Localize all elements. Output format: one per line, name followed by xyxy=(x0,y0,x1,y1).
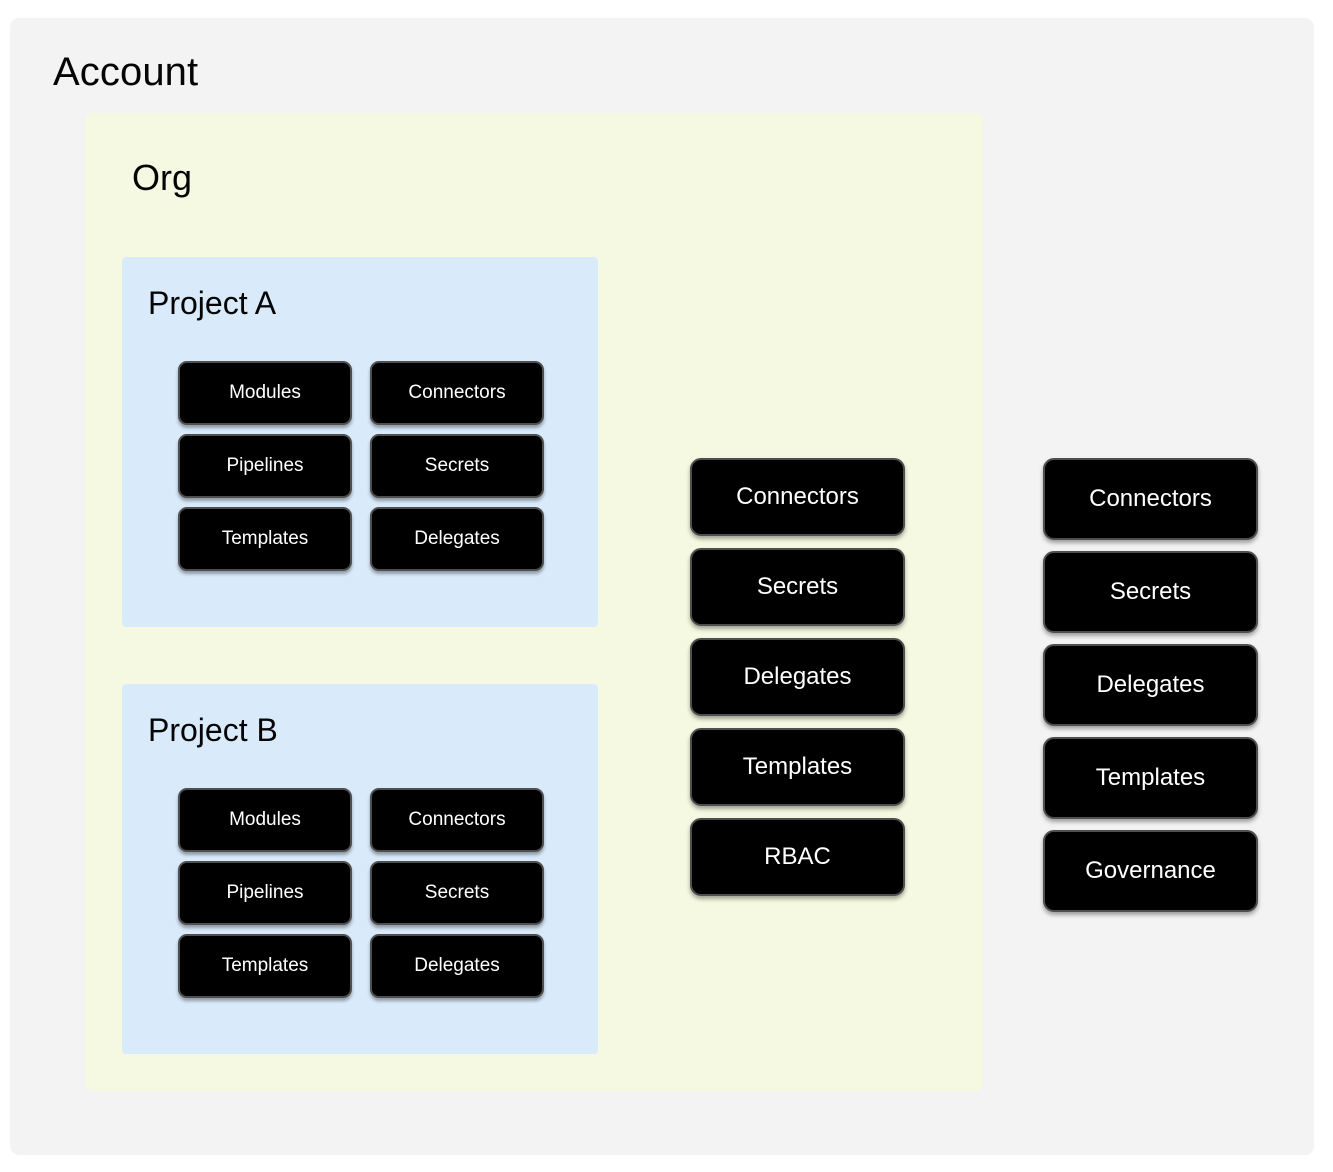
org-resource-delegates[interactable]: Delegates xyxy=(690,638,905,716)
resource-tile-pipelines[interactable]: Pipelines xyxy=(178,434,352,498)
org-resource-templates[interactable]: Templates xyxy=(690,728,905,806)
project-b-resource-grid: Modules Connectors Pipelines Secrets Tem… xyxy=(178,788,544,998)
resource-tile-connectors[interactable]: Connectors xyxy=(370,361,544,425)
resource-tile-templates[interactable]: Templates xyxy=(178,934,352,998)
project-b-container: Project B Modules Connectors Pipelines S… xyxy=(122,684,598,1054)
org-resource-secrets[interactable]: Secrets xyxy=(690,548,905,626)
org-title: Org xyxy=(132,157,193,198)
resource-tile-templates[interactable]: Templates xyxy=(178,507,352,571)
resource-tile-pipelines[interactable]: Pipelines xyxy=(178,861,352,925)
resource-tile-secrets[interactable]: Secrets xyxy=(370,861,544,925)
org-resource-connectors[interactable]: Connectors xyxy=(690,458,905,536)
account-title: Account xyxy=(53,50,199,94)
account-container: Account Org Project A Modules Connectors… xyxy=(10,18,1314,1155)
account-resource-templates[interactable]: Templates xyxy=(1043,737,1258,819)
account-resource-governance[interactable]: Governance xyxy=(1043,830,1258,912)
org-resource-rbac[interactable]: RBAC xyxy=(690,818,905,896)
resource-tile-delegates[interactable]: Delegates xyxy=(370,507,544,571)
project-a-title: Project A xyxy=(148,285,277,321)
resource-tile-modules[interactable]: Modules xyxy=(178,361,352,425)
account-resource-delegates[interactable]: Delegates xyxy=(1043,644,1258,726)
project-a-container: Project A Modules Connectors Pipelines S… xyxy=(122,257,598,627)
org-resource-column: Connectors Secrets Delegates Templates R… xyxy=(690,458,905,896)
resource-tile-secrets[interactable]: Secrets xyxy=(370,434,544,498)
resource-tile-connectors[interactable]: Connectors xyxy=(370,788,544,852)
account-resource-secrets[interactable]: Secrets xyxy=(1043,551,1258,633)
project-b-title: Project B xyxy=(148,712,278,748)
project-a-resource-grid: Modules Connectors Pipelines Secrets Tem… xyxy=(178,361,544,571)
account-resource-column: Connectors Secrets Delegates Templates G… xyxy=(1043,458,1258,912)
resource-tile-delegates[interactable]: Delegates xyxy=(370,934,544,998)
account-resource-connectors[interactable]: Connectors xyxy=(1043,458,1258,540)
resource-tile-modules[interactable]: Modules xyxy=(178,788,352,852)
